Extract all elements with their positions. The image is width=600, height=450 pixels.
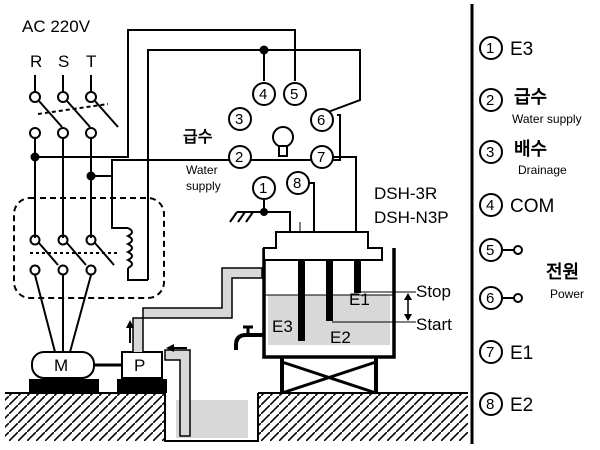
terminal-legend: 1 E3 2 급수 Water supply 3 배수 Drainage 4 C… [479,36,584,416]
svg-text:4: 4 [486,197,494,214]
legend-item-3: 3 배수 Drainage [479,139,567,177]
svg-text:5: 5 [486,242,494,259]
legend-label-7: E1 [510,343,533,364]
socket-terminals [228,82,334,200]
water-supply-en-label-2: supply [186,179,221,193]
svg-text:2: 2 [486,92,494,109]
power-kr-label: 전원 [546,262,579,283]
svg-text:7: 7 [486,344,494,361]
svg-text:6: 6 [486,290,494,307]
legend-item-8: 8 E2 [479,392,533,416]
legend-item-7: 7 E1 [479,340,533,364]
water-supply-kr-label: 급수 [183,127,213,146]
legend-sub-3: Drainage [518,163,567,177]
legend-item-2: 2 급수 Water supply [479,87,582,126]
svg-text:3: 3 [486,144,494,161]
phase-t-terminal [85,91,97,103]
motor-label: M [54,356,68,375]
model-label-2: DSH-N3P [374,208,449,227]
pump [121,351,163,379]
start-level-label: Start [416,315,452,334]
phase-r-label: R [30,52,42,71]
ground-symbol [229,208,268,223]
phase-s-terminal [57,91,69,103]
e1-label: E1 [349,290,370,309]
power-en-label: Power [550,287,584,301]
svg-text:8: 8 [486,396,494,413]
motor-base [29,379,99,393]
contactor-coil [125,227,133,269]
legend-item-6: 6 [479,286,523,310]
phase-s-label: S [58,52,69,71]
electrode-e3 [298,259,305,341]
pipes [132,267,263,437]
pump-base [117,379,167,393]
terminal-6: 6 [317,112,325,129]
e2-label: E2 [330,328,351,347]
contactor-contacts [29,234,120,276]
terminal-3: 3 [235,111,243,128]
legend-label-2: 급수 [514,87,547,108]
supply-voltage-label: AC 220V [22,17,91,36]
magnetic-contactor [13,197,165,299]
stop-level-label: Stop [416,282,451,301]
e3-label: E3 [272,317,293,336]
pump-label: P [134,356,145,375]
water-supply-en-label-1: Water [186,163,218,177]
electrode-holder [263,231,383,261]
phase-t-label: T [86,52,96,71]
terminal-2: 2 [235,149,243,166]
terminal-5: 5 [290,86,298,103]
terminal-1: 1 [259,180,267,197]
drain-faucet [234,325,264,350]
phase-r-terminal [29,91,41,103]
legend-sub-2: Water supply [512,112,582,126]
electrode-e2 [326,259,333,321]
terminal-4: 4 [259,86,267,103]
terminal-7: 7 [317,149,325,166]
legend-item-5: 5 [479,238,523,262]
main-breaker [29,100,119,139]
legend-item-4: 4 COM [479,193,554,217]
legend-item-1: 1 E3 [479,36,533,60]
legend-label-4: COM [510,196,554,217]
electrode-e1 [354,259,361,293]
legend-label-8: E2 [510,395,533,416]
model-label-1: DSH-3R [374,184,437,203]
junction-com [259,45,269,55]
ground [5,392,468,442]
svg-text:1: 1 [486,40,494,57]
legend-label-1: E3 [510,39,533,60]
socket-key-icon [272,126,294,148]
terminal-8: 8 [293,175,301,192]
legend-label-3: 배수 [514,139,547,160]
